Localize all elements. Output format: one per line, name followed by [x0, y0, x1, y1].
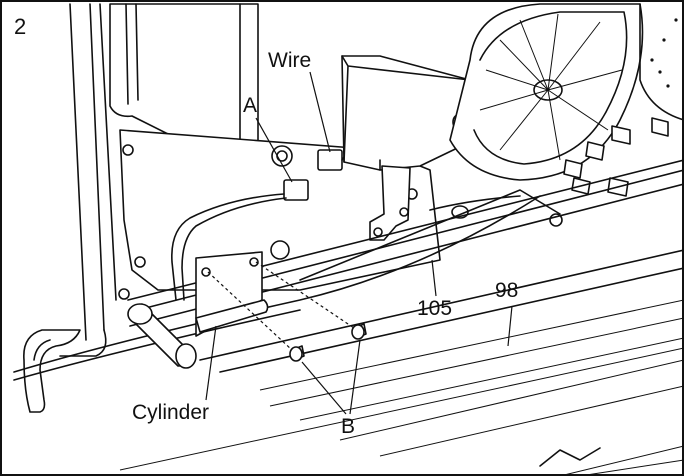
rear-hook [23, 329, 81, 413]
alignment-line-2 [255, 261, 355, 329]
flywheel-fan [449, 3, 644, 181]
connector-a [283, 179, 309, 201]
callout-b: B [341, 415, 356, 438]
leader-wire [309, 71, 331, 153]
leader-a [255, 117, 293, 183]
power-cable [13, 195, 541, 373]
leader-b-left [301, 361, 347, 415]
wire-connector [317, 149, 343, 171]
callout-wire: Wire [268, 49, 312, 72]
left-frame-rail [69, 3, 117, 341]
leader-98 [507, 305, 513, 347]
callout-cylinder: Cylinder [132, 401, 210, 424]
side-panel [639, 3, 684, 121]
alignment-line-1 [207, 271, 293, 351]
leader-b-right [349, 339, 361, 415]
callout-105: 105 [417, 297, 453, 320]
mounting-studs [563, 117, 669, 197]
motor-bracket [369, 165, 411, 241]
screws-b [289, 323, 367, 362]
motor-cover-box [341, 55, 475, 171]
leader-cylinder [205, 325, 217, 401]
step-number: 2 [14, 14, 27, 39]
leader-105 [431, 259, 437, 297]
callout-a: A [243, 94, 258, 117]
cylinder [127, 299, 269, 369]
callout-98: 98 [495, 279, 519, 302]
